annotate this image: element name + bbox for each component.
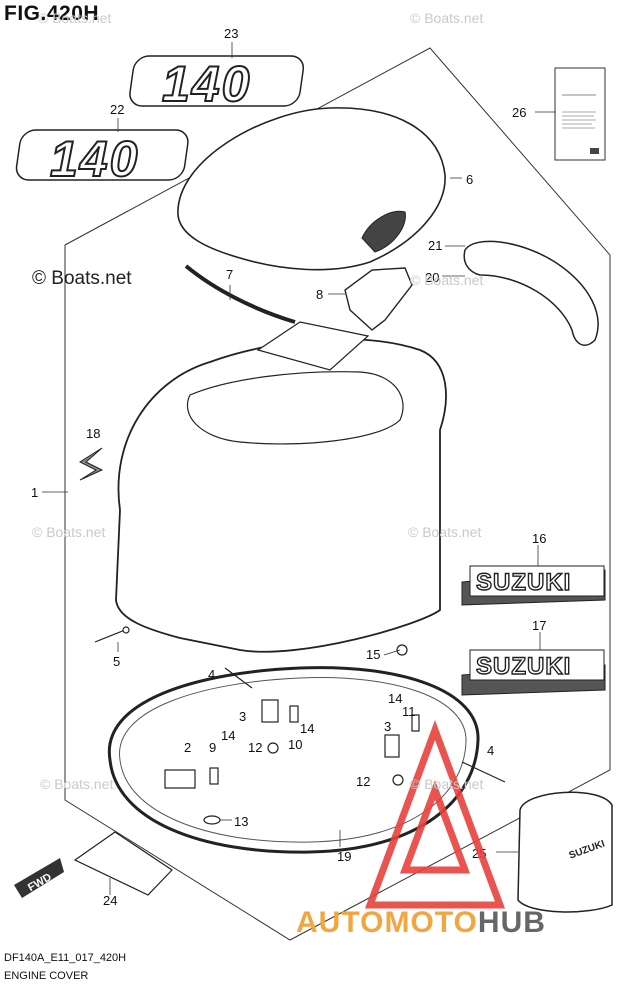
decal-140-upper: 140	[129, 55, 305, 113]
callout-18: 18	[86, 426, 100, 441]
callout-14a: 14	[221, 728, 235, 743]
callout-4a: 4	[208, 667, 215, 682]
callout-24: 24	[103, 893, 117, 908]
callout-19: 19	[337, 849, 351, 864]
automotohub-brand: AUTOMOTOHUB	[296, 906, 546, 940]
callout-8: 8	[316, 287, 323, 302]
copyright-notice: © Boats.net	[32, 268, 132, 289]
hardware-parts	[94, 626, 506, 825]
engine-cover-part	[115, 338, 447, 653]
callout-17: 17	[532, 618, 546, 633]
watermark-5: © Boats.net	[408, 524, 482, 540]
callout-26: 26	[512, 105, 526, 120]
figure-code: DF140A_E11_017_420H	[4, 952, 127, 964]
figure-name: ENGINE COVER	[4, 970, 89, 982]
small-cover-part	[344, 267, 413, 331]
callout-13: 13	[234, 814, 248, 829]
watermark-6: © Boats.net	[40, 776, 114, 792]
callout-21: 21	[428, 238, 442, 253]
suzuki-decal-lower-text: SUZUKI	[476, 653, 571, 680]
watermark-1: © Boats.net	[38, 10, 112, 26]
decal-140-upper-text: 140	[162, 56, 251, 112]
callout-9: 9	[209, 740, 216, 755]
bottom-seal-part	[107, 666, 480, 854]
brand-part-2: HUB	[477, 906, 546, 939]
decal-140-lower-text: 140	[50, 131, 139, 187]
callout-7: 7	[226, 267, 233, 282]
owners-manual	[554, 67, 606, 161]
callouts: 1 2 3 3 4 4 5 6 7 8 9 10 11 12 12 13 14 …	[31, 26, 546, 908]
brand-triangle-logo	[364, 719, 506, 909]
suzuki-decal-upper-text: SUZUKI	[476, 569, 571, 596]
callout-20: 20	[425, 270, 439, 285]
fwd-label: FWD	[14, 858, 64, 898]
seal-strip-part	[184, 264, 296, 324]
callout-6: 6	[466, 172, 473, 187]
callout-14b: 14	[300, 721, 314, 736]
leader-lines	[42, 42, 556, 895]
callout-1: 1	[31, 485, 38, 500]
decal-140-lower: 140	[15, 129, 189, 188]
s-emblem-part	[78, 447, 104, 481]
top-cover-part	[177, 107, 446, 271]
callout-15: 15	[366, 647, 380, 662]
callout-23: 23	[224, 26, 238, 41]
callout-12a: 12	[248, 740, 262, 755]
handle-part	[463, 240, 599, 346]
fwd-label-text: FWD	[26, 871, 54, 894]
watermark-3: © Boats.net	[410, 272, 484, 288]
cover-bag-part: SUZUKI	[517, 791, 613, 913]
callout-5: 5	[113, 654, 120, 669]
callout-3a: 3	[239, 709, 246, 724]
tool-pouch-part	[73, 831, 173, 896]
callout-4b: 4	[487, 743, 494, 758]
callout-11: 11	[402, 704, 416, 719]
callout-14c: 14	[388, 691, 402, 706]
callout-3b: 3	[384, 719, 391, 734]
callout-16: 16	[532, 531, 546, 546]
watermark-4: © Boats.net	[32, 524, 106, 540]
figure-title: FIG.420H	[4, 2, 100, 25]
brand-part-1: AUTOMOTO	[296, 906, 478, 939]
suzuki-decal-upper: SUZUKI	[461, 565, 606, 606]
callout-22: 22	[110, 102, 124, 117]
callout-10: 10	[288, 737, 302, 752]
bottom-seal-inner	[119, 677, 467, 843]
top-cover-vent	[361, 210, 406, 253]
suzuki-decal-lower: SUZUKI	[461, 649, 606, 696]
watermark-7: © Boats.net	[410, 776, 484, 792]
callout-2: 2	[184, 740, 191, 755]
watermark-2: © Boats.net	[410, 10, 484, 26]
engine-cover-intake	[186, 371, 404, 445]
engine-cover-bracket	[256, 321, 370, 371]
assembly-frame	[64, 47, 611, 941]
callout-12b: 12	[356, 774, 370, 789]
